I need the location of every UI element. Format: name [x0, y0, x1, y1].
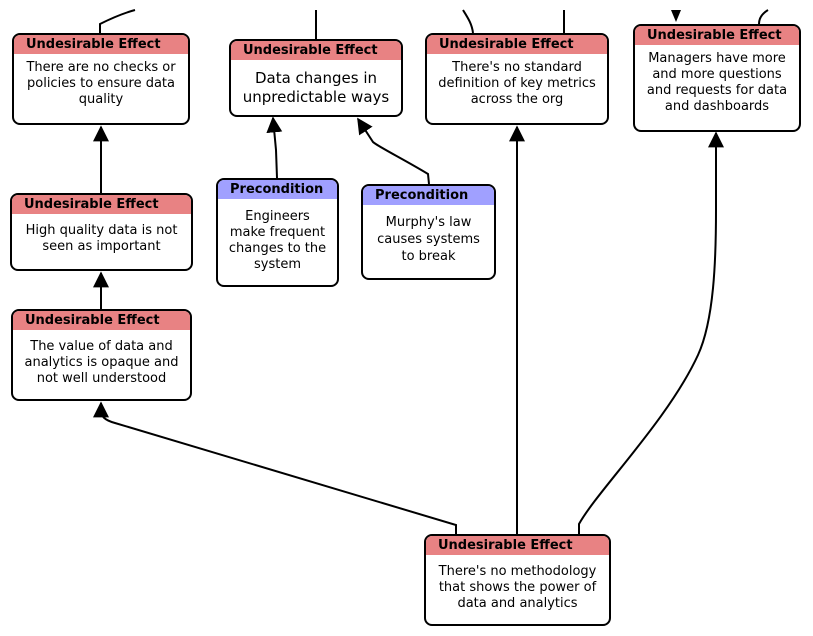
- node-type-label: Undesirable Effect: [12, 195, 191, 214]
- node-type-label: Undesirable Effect: [13, 311, 190, 330]
- edge-engineers-to-data-changes: [266, 116, 283, 179]
- node-type-label: Undesirable Effect: [14, 35, 188, 54]
- node-text: High quality data is not seen as importa…: [25, 223, 178, 254]
- node-managers[interactable]: Undesirable Effect Managers have more an…: [633, 24, 801, 132]
- node-murphy[interactable]: Precondition Murphy's law causes systems…: [361, 184, 496, 280]
- edge-methodology-to-managers: [578, 131, 724, 534]
- node-no-methodology[interactable]: Undesirable Effect There's no methodolog…: [424, 534, 611, 626]
- node-type-label: Undesirable Effect: [426, 536, 609, 555]
- node-type-label: Undesirable Effect: [427, 35, 607, 54]
- edge-stub-managers-right: [758, 9, 769, 25]
- node-text: There are no checks or policies to ensur…: [26, 60, 176, 107]
- edge-murphy-to-data-changes: [357, 117, 430, 185]
- node-type-label: Precondition: [363, 186, 494, 205]
- node-high-quality[interactable]: Undesirable Effect High quality data is …: [10, 193, 193, 271]
- node-type-label: Undesirable Effect: [231, 41, 401, 60]
- node-no-checks[interactable]: Undesirable Effect There are no checks o…: [12, 33, 190, 125]
- node-type-label: Undesirable Effect: [635, 26, 799, 45]
- node-text: There's no methodology that shows the po…: [438, 564, 597, 611]
- edge-stub-no-standard-left: [462, 9, 474, 34]
- node-text: Murphy's law causes systems to break: [377, 215, 480, 264]
- node-value-opaque[interactable]: Undesirable Effect The value of data and…: [11, 309, 192, 401]
- node-text: There's no standard definition of key me…: [438, 60, 596, 107]
- node-no-standard[interactable]: Undesirable Effect There's no standard d…: [425, 33, 609, 125]
- node-engineers[interactable]: Precondition Engineers make frequent cha…: [216, 178, 339, 287]
- edge-stub-managers-arrowhead: [671, 10, 681, 22]
- edge-methodology-to-value-opaque: [93, 401, 457, 534]
- node-text: Managers have more and more questions an…: [646, 51, 788, 114]
- edge-stub-no-checks: [99, 9, 136, 33]
- node-text: The value of data and analytics is opaqu…: [24, 339, 179, 386]
- node-type-label: Precondition: [218, 180, 337, 199]
- node-data-changes[interactable]: Undesirable Effect Data changes in unpre…: [229, 39, 403, 117]
- node-text: Data changes in unpredictable ways: [242, 69, 390, 106]
- node-text: Engineers make frequent changes to the s…: [228, 209, 327, 272]
